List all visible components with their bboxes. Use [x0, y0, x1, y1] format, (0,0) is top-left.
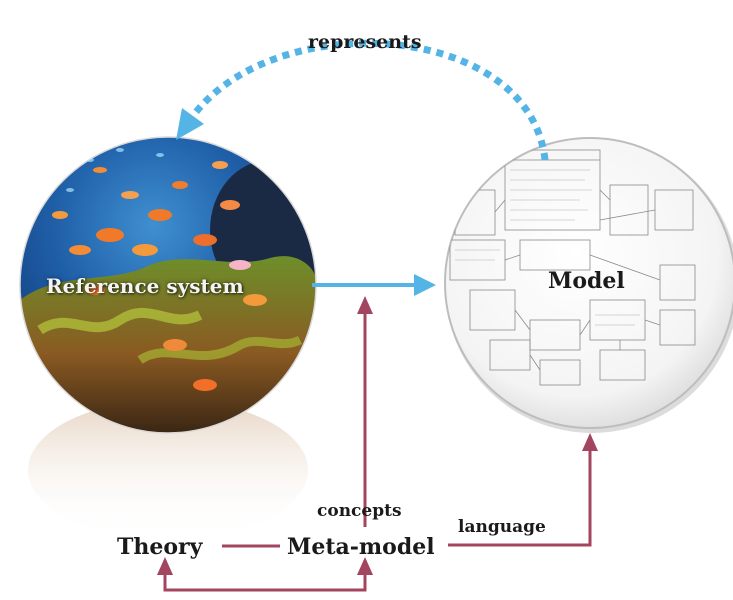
concepts-arrowhead [357, 296, 373, 314]
language-arrow [448, 448, 592, 547]
reference-system-reflection [28, 400, 308, 540]
fish-school [52, 161, 267, 391]
represents-label: represents [308, 31, 422, 53]
theory-metamodel-link [163, 544, 367, 592]
theory-bottom-arrowhead [157, 557, 173, 575]
theory-label: Theory [117, 534, 203, 560]
concepts-label: concepts [317, 501, 402, 521]
reference-system-label: Reference system [46, 274, 244, 298]
model-label: Model [548, 268, 625, 294]
uml-class-diagram [449, 149, 696, 386]
represents-arrow [176, 39, 549, 161]
meta-model-label: Meta-model [287, 534, 435, 560]
model-node [444, 137, 733, 433]
reference-to-model-arrow [312, 274, 436, 296]
language-label: language [458, 517, 546, 537]
metamodel-bottom-arrowhead [357, 557, 373, 575]
language-arrowhead [582, 433, 598, 451]
